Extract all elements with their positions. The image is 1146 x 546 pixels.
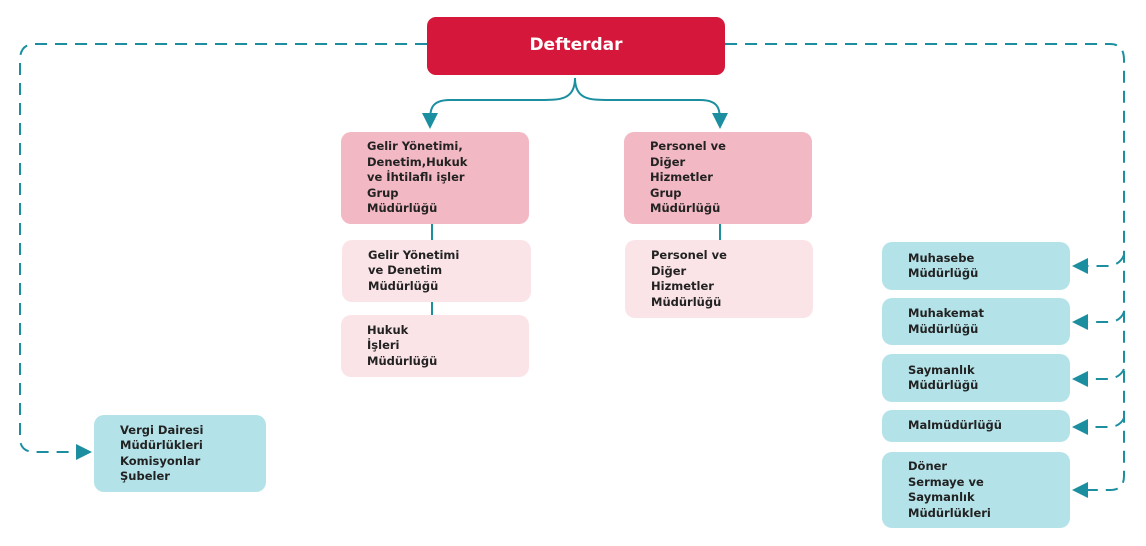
- doner-sermaye-box: Döner Sermaye ve Saymanlık Müdürlükleri: [882, 452, 1070, 528]
- vergi-dairesi-box: Vergi Dairesi Müdürlükleri Komisyonlar Ş…: [94, 415, 266, 492]
- connector-head-right: [574, 77, 728, 129]
- muhakemat-box: Muhakemat Müdürlüğü: [882, 298, 1070, 345]
- sub-gelir-denetim-box: Gelir Yönetimi ve Denetim Müdürlüğü: [342, 240, 531, 302]
- muhasebe-box: Muhasebe Müdürlüğü: [882, 242, 1070, 290]
- malmudurlugu-box: Malmüdürlüğü: [882, 410, 1070, 442]
- group-personel-box: Personel ve Diğer Hizmetler Grup Müdürlü…: [624, 132, 812, 224]
- group-gelir-box: Gelir Yönetimi, Denetim,Hukuk ve İhtilaf…: [341, 132, 529, 224]
- connector-head-left: [422, 77, 576, 129]
- dashed-left: [19, 43, 427, 460]
- saymanlik-box: Saymanlık Müdürlüğü: [882, 354, 1070, 402]
- sub-hukuk-box: Hukuk İşleri Müdürlüğü: [341, 315, 529, 377]
- defterdar-box: Defterdar: [427, 17, 725, 75]
- dashed-right: [725, 43, 1125, 498]
- sub-personel-box: Personel ve Diğer Hizmetler Müdürlüğü: [625, 240, 813, 318]
